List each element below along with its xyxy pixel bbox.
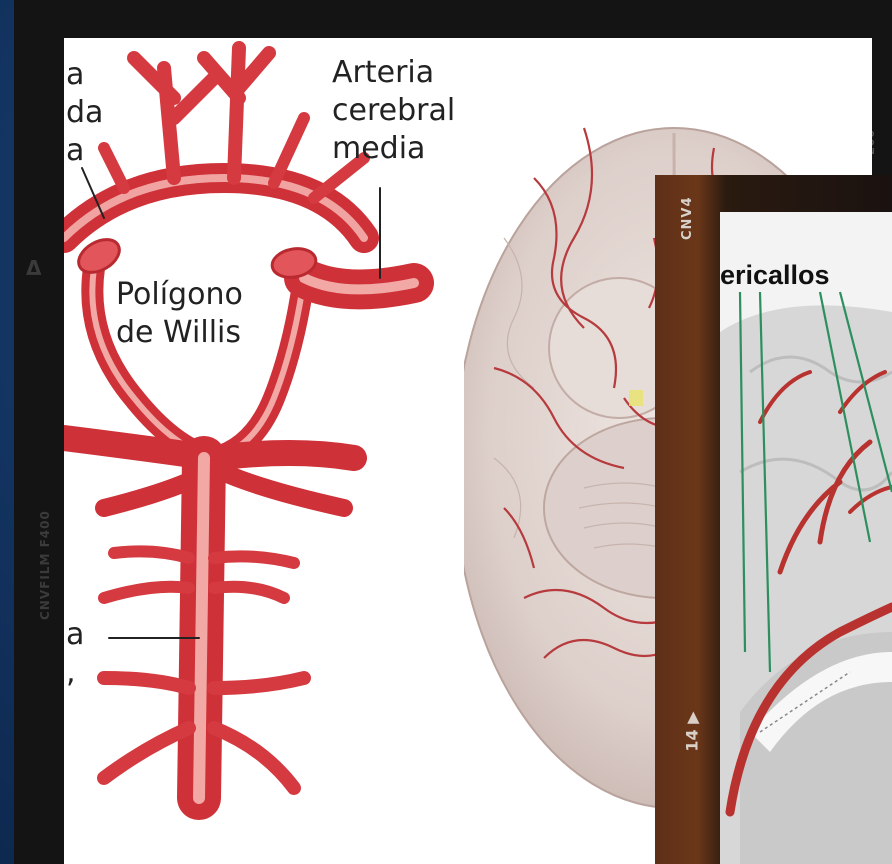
label-left-top-fragment: a da a (66, 56, 103, 170)
pericallosal-artery-photo: ericallos (720, 212, 892, 864)
frame-number: 14 (683, 729, 702, 751)
label-pericallosal: ericallos (720, 260, 830, 291)
frame-number-label: 14 ▶ (683, 711, 702, 751)
film-brand-label: CNVFILM F400 (38, 510, 52, 620)
label-willis-polygon: Polígono de Willis (116, 276, 243, 352)
label-middle-cerebral-artery: Arteria cerebral media (332, 54, 455, 168)
second-film-edge-label: CNV4 (680, 196, 695, 240)
frame-arrow-icon: ▶ (683, 711, 702, 723)
label-basilar-fragment: a , (66, 616, 84, 692)
film-marker-triangle-icon: Δ (26, 256, 41, 280)
pericallosal-illustration (720, 212, 892, 864)
